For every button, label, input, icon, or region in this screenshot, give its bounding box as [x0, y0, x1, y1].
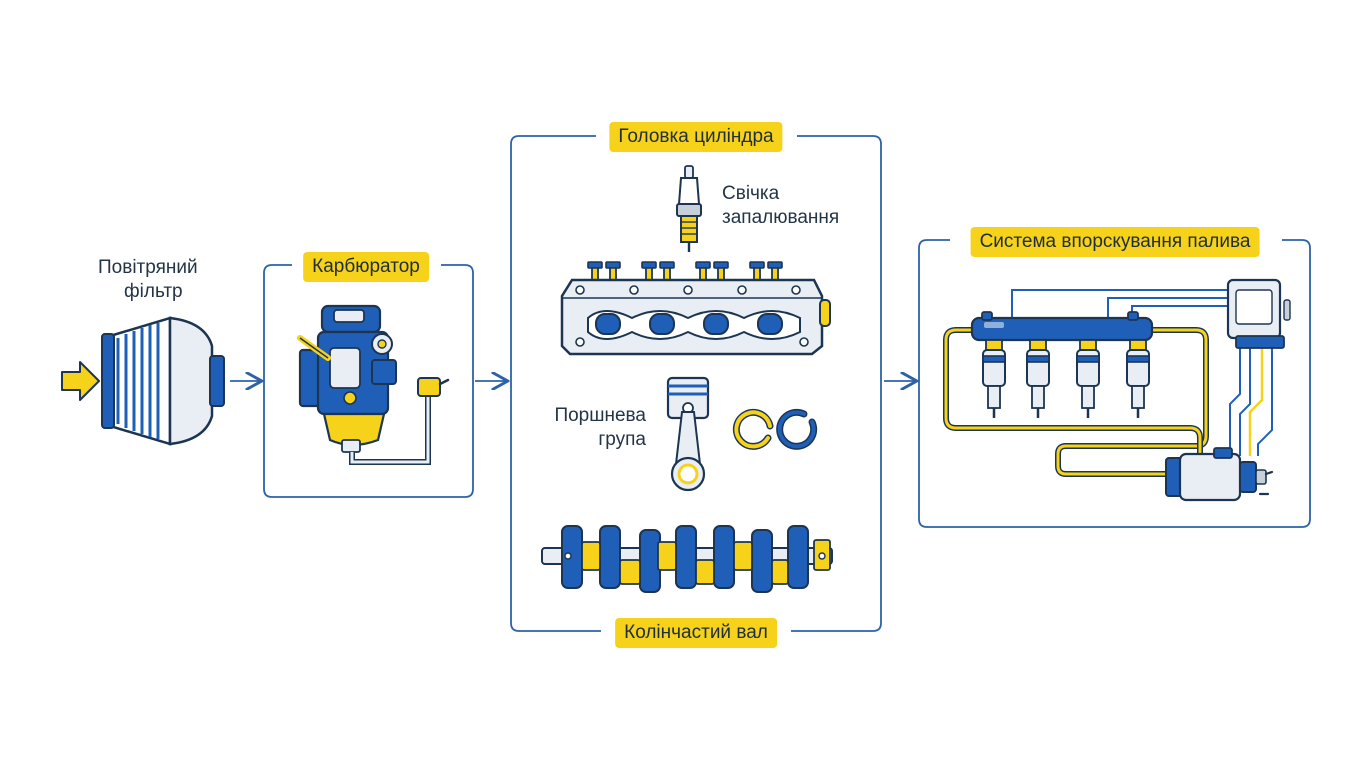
crankshaft-tag: Колінчастий вал: [615, 618, 777, 648]
carburetor-tag: Карбюратор: [303, 252, 429, 282]
spark-plug-label-line2: запалювання: [722, 207, 840, 228]
fuel-injection-tag: Система впорскування палива: [970, 227, 1260, 257]
piston-rings-icon: [732, 408, 818, 450]
carburetor-icon: [297, 304, 450, 465]
piston-icon: [666, 376, 710, 492]
air-filter-label: Повітряний фільтр: [98, 256, 198, 304]
fuel-lines: [943, 289, 1273, 477]
ecu-icon: [1226, 278, 1291, 349]
cylinder-head-frame: [510, 135, 882, 632]
crankshaft-icon: [541, 525, 833, 593]
piston-group-label: Поршнева група: [538, 404, 646, 452]
fuel-injection-frame: [918, 239, 1311, 528]
air-filter-label-line1: Повітряний: [98, 257, 198, 278]
spark-plug-label-line1: Свічка: [722, 183, 780, 204]
inlet-arrow-icon: [61, 361, 100, 401]
piston-group-label-line1: Поршнева: [554, 405, 646, 426]
piston-group-label-line2: група: [598, 429, 646, 450]
fuel-pump-icon: [1165, 447, 1274, 502]
spark-plug-label: Свічка запалювання: [722, 182, 839, 230]
air-filter-icon: [101, 316, 225, 446]
cylinder-head-icon: [560, 261, 831, 356]
cylinder-head-tag: Головка циліндра: [609, 122, 783, 152]
spark-plug-icon: [676, 165, 702, 252]
fuel-rail-icon: [970, 311, 1154, 418]
carburetor-frame: [263, 264, 474, 498]
air-filter-label-line2: фільтр: [124, 281, 183, 302]
